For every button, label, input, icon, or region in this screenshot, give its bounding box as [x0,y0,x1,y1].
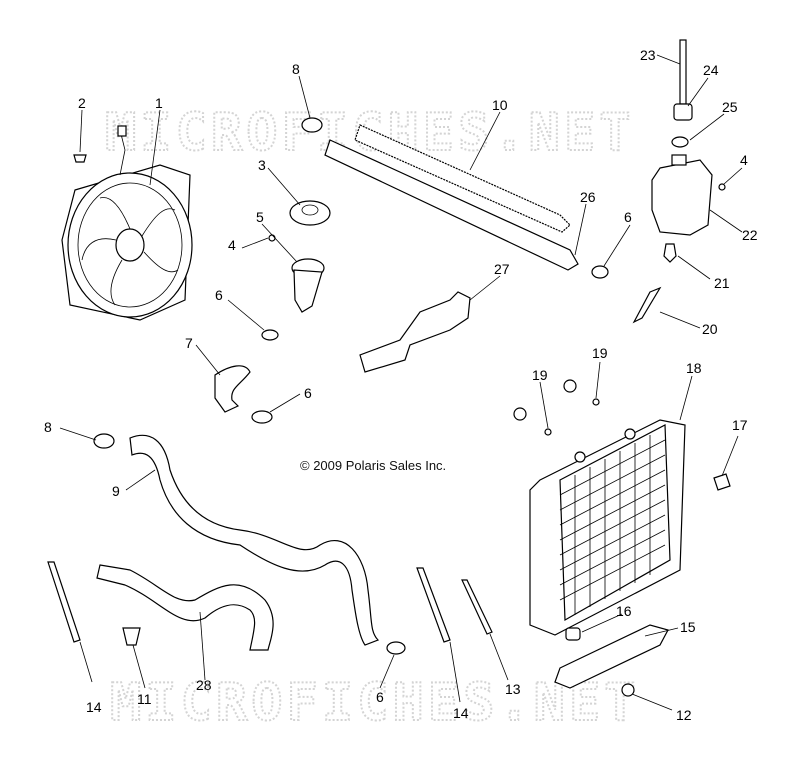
clamp-part-8-left [93,433,115,449]
callout-28: 28 [196,677,212,693]
callout-15: 15 [680,619,696,635]
callout-22: 22 [742,227,758,243]
callout-26: 26 [580,189,596,205]
filler-neck [291,258,325,313]
callout-6-d: 6 [376,689,384,705]
fitting-21 [663,243,677,263]
bolt-17 [713,473,731,491]
callout-14-right: 14 [453,705,469,721]
long-hose [129,434,380,646]
callout-23: 23 [640,47,656,63]
callout-8-left: 8 [44,419,52,435]
callout-19-a: 19 [592,345,608,361]
nut-19-b [513,407,527,421]
callout-24: 24 [703,62,719,78]
mounting-bracket [359,291,471,373]
callout-17: 17 [732,417,748,433]
grommet-16 [565,627,581,641]
callout-12: 12 [676,707,692,723]
callout-21: 21 [714,275,730,291]
callout-9: 9 [112,483,120,499]
callout-27: 27 [494,261,510,277]
callout-13: 13 [505,681,521,697]
callout-4-right: 4 [740,152,748,168]
callout-4-left: 4 [228,237,236,253]
tube-20 [632,286,662,324]
hose-assembly-10 [324,124,579,271]
washer-19-a [592,398,600,406]
short-hose [214,365,251,413]
overflow-reservoir-group [651,39,726,236]
callout-1: 1 [155,95,163,111]
copyright-text: © 2009 Polaris Sales Inc. [300,458,446,473]
callout-10: 10 [492,97,508,113]
radiator-cap [289,200,331,226]
callout-20: 20 [702,321,718,337]
watermark-bottom: MICROFICHES.NET [110,673,640,733]
callout-3: 3 [258,157,266,173]
callout-5: 5 [256,209,264,225]
clamp-part-6-d [386,641,406,655]
clamp-part-6-a [261,329,279,341]
ribbed-hose [96,564,274,651]
callout-25: 25 [722,99,738,115]
clamp-part-6-b [251,410,273,424]
clamp-part-8-top [301,117,323,133]
cable-tie-13 [461,579,493,635]
cable-tie-14-right [416,567,451,643]
radiator [529,419,686,636]
nut-19-a [563,379,577,393]
clip-11 [122,627,141,646]
washer-19-b [544,428,552,436]
screw-12 [621,683,635,697]
callout-7: 7 [185,335,193,351]
callout-18: 18 [686,360,702,376]
callout-2: 2 [78,95,86,111]
cable-tie-14-left [47,561,81,643]
callout-19-b: 19 [532,367,548,383]
screw-part-4-left [268,234,276,242]
screw-part-2 [73,154,87,163]
callout-6-b: 6 [304,385,312,401]
callout-6-a: 6 [215,287,223,303]
plate-15 [554,624,669,689]
callout-8-top: 8 [292,61,300,77]
fan-assembly [61,125,193,321]
callout-14-left: 14 [86,699,102,715]
callout-6-c: 6 [624,209,632,225]
clamp-part-6-c [591,265,609,279]
callout-11: 11 [137,691,152,707]
callout-16: 16 [616,603,632,619]
